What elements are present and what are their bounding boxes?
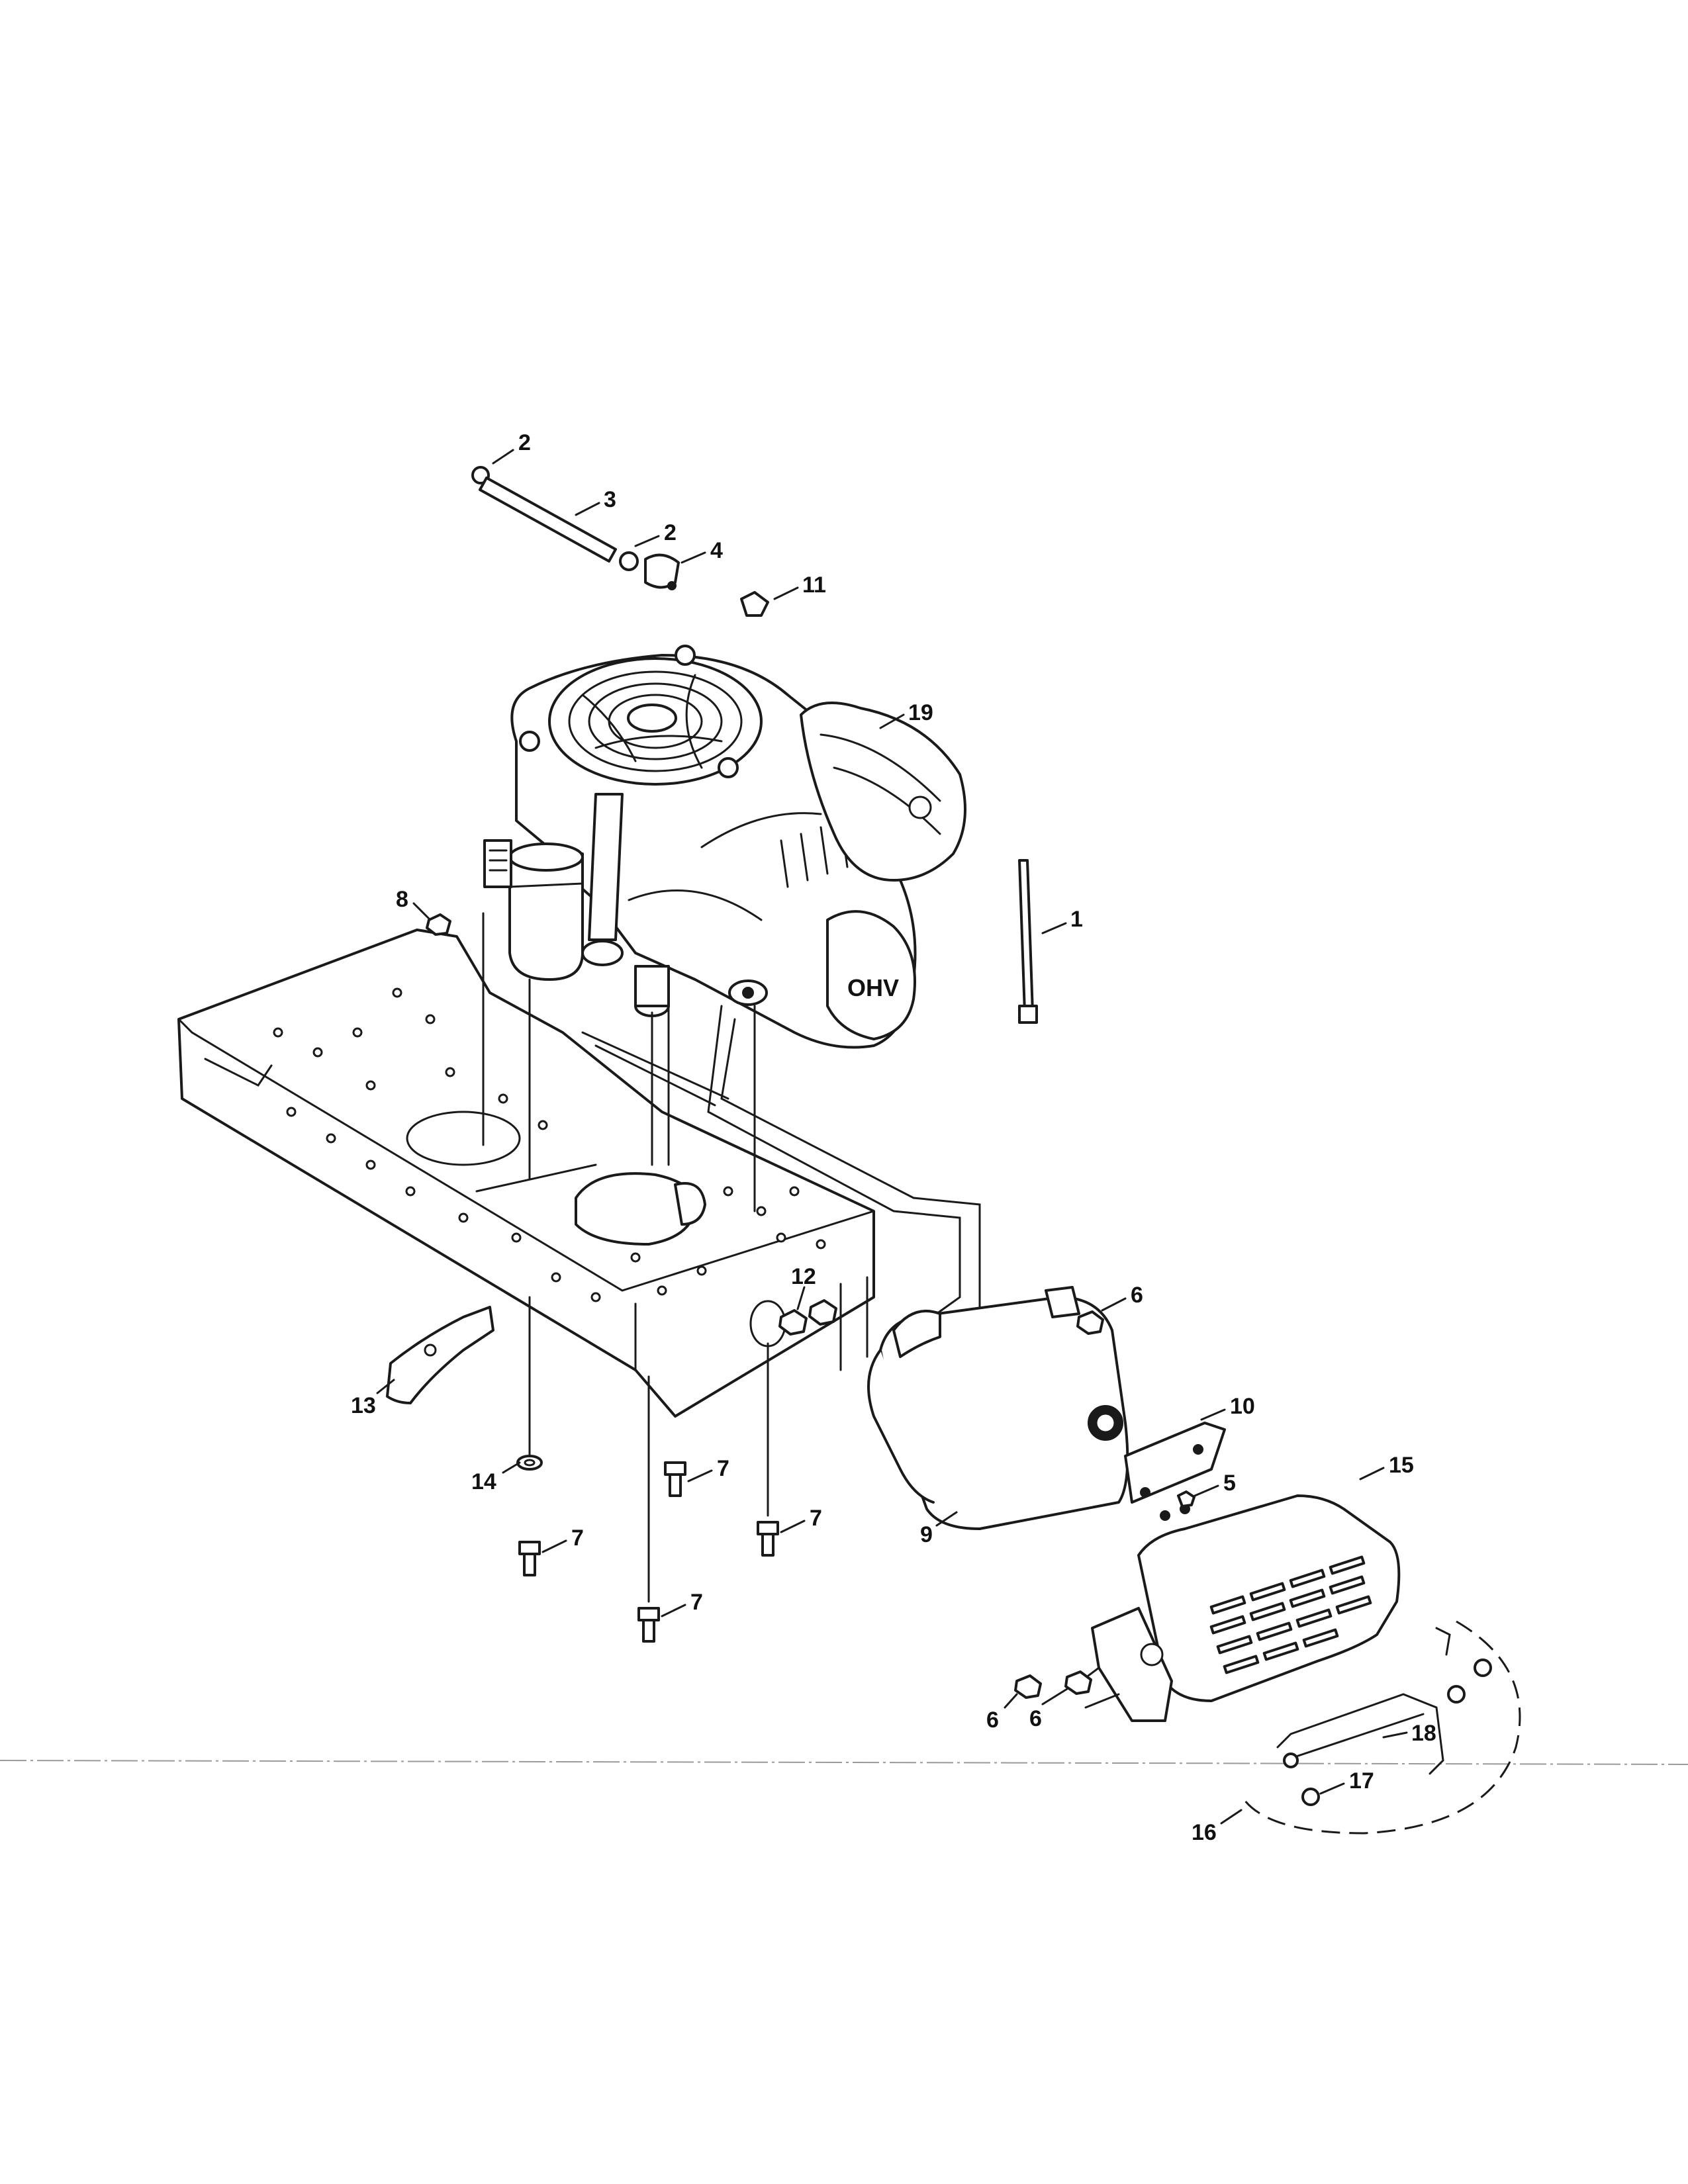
callout-13: 13	[351, 1393, 376, 1418]
callout-10: 10	[1230, 1394, 1255, 1419]
callout-7-d: 7	[690, 1590, 703, 1615]
guard-bracket-rod	[1243, 1620, 1521, 1835]
callout-6-upper: 6	[1131, 1283, 1143, 1308]
muffler-guard	[1071, 1494, 1401, 1722]
callout-9: 9	[920, 1522, 933, 1547]
callout-18: 18	[1411, 1721, 1436, 1746]
callout-leaders	[376, 449, 1408, 1825]
callout-labels: 2 3 2 4 11 19 1 8 6 12 10 5 15 13 14 7 7…	[351, 430, 1436, 1845]
callout-1: 1	[1070, 907, 1083, 932]
callout-12: 12	[791, 1264, 816, 1289]
callout-17: 17	[1349, 1768, 1374, 1794]
heat-shield-left	[386, 1306, 494, 1404]
hardware-fasteners	[426, 913, 1196, 1699]
callout-7-b: 7	[571, 1525, 584, 1551]
callout-4: 4	[710, 538, 723, 563]
callout-2-top: 2	[518, 430, 531, 455]
callout-7-c: 7	[810, 1506, 822, 1531]
callout-7-a: 7	[717, 1456, 729, 1481]
callout-6-lower-left: 6	[986, 1707, 999, 1733]
scan-artifact-line	[0, 1760, 1688, 1765]
callout-3: 3	[604, 487, 616, 512]
exhaust-deflector-plate	[1124, 1422, 1226, 1521]
callout-2-mid: 2	[664, 520, 677, 545]
callout-6-lower-right: 6	[1029, 1706, 1042, 1731]
callout-14: 14	[471, 1469, 496, 1494]
callout-16: 16	[1192, 1820, 1217, 1845]
callout-11: 11	[802, 572, 826, 598]
callout-5: 5	[1223, 1471, 1236, 1496]
chassis-frame-plate	[177, 929, 875, 1418]
cable-tie	[1018, 859, 1038, 1024]
muffler	[867, 1286, 1129, 1530]
fuel-line-assembly	[471, 466, 769, 617]
callout-19: 19	[908, 700, 933, 725]
callout-15: 15	[1389, 1453, 1414, 1478]
callout-8: 8	[396, 887, 408, 912]
ohv-badge: OHV	[847, 974, 899, 1001]
engine-assembly: OHV	[483, 645, 966, 1049]
